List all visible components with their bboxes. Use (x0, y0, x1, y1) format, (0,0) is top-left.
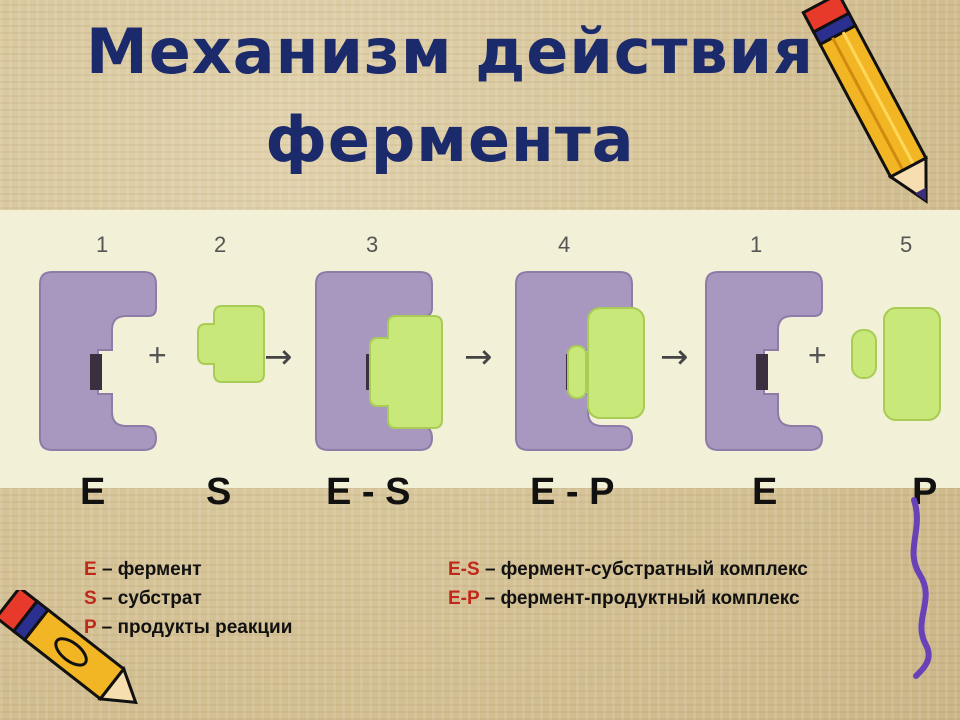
legend-item: E-S – фермент-субстратный комплекс (448, 558, 808, 582)
stage-label-es-complex: E - S (326, 471, 411, 513)
step-number: 3 (366, 232, 378, 257)
enzyme-substrate-complex (315, 271, 443, 451)
plus-sign: + (808, 337, 827, 373)
slide-title: Механизм действия фермента (60, 8, 840, 184)
enzyme-shape (705, 271, 824, 451)
step-number: 5 (900, 232, 912, 257)
legend-abbr: E-S (448, 559, 480, 580)
legend-abbr: E (84, 559, 97, 580)
enzyme-mechanism-diagram: 1 2 3 4 1 5 + → → → + (39, 232, 941, 451)
title-line-1: Механизм действия (86, 15, 814, 88)
legend-text: – продукты реакции (96, 617, 293, 638)
legend-item: S – субстрат (84, 587, 202, 611)
reaction-arrow: → (264, 337, 293, 377)
step-number: 1 (96, 232, 108, 257)
pencil-icon (801, 0, 928, 204)
squiggle-icon (910, 497, 932, 679)
plus-sign: + (148, 337, 167, 373)
step-number: 4 (558, 232, 570, 257)
legend-item: P – продукты реакции (84, 616, 292, 640)
legend-abbr: E-P (448, 588, 480, 609)
reaction-arrow: → (660, 337, 689, 377)
product-small (851, 329, 877, 379)
enzyme-product-complex (515, 271, 645, 451)
legend-abbr: P (84, 617, 97, 638)
pencil-icon (0, 590, 138, 705)
stage-label-substrate: S (206, 471, 232, 513)
stage-label-enzyme-free: E (752, 471, 778, 513)
legend-text: – фермент (96, 559, 202, 580)
legend-text: – субстрат (96, 588, 202, 609)
product-large (883, 307, 941, 421)
enzyme-shape (39, 271, 158, 451)
stage-label-enzyme: E (80, 471, 106, 513)
reaction-arrow: → (464, 337, 493, 377)
title-line-2: фермента (265, 103, 635, 176)
legend-item: E-P – фермент-продуктный комплекс (448, 587, 800, 611)
stage-label-ep-complex: E - P (530, 471, 615, 513)
substrate-shape (197, 305, 265, 383)
legend-text: – фермент-продуктный комплекс (479, 588, 800, 609)
step-number: 2 (214, 232, 226, 257)
legend-item: E – фермент (84, 558, 202, 582)
legend-abbr: S (84, 588, 97, 609)
step-number: 1 (750, 232, 762, 257)
legend-text: – фермент-субстратный комплекс (479, 559, 808, 580)
